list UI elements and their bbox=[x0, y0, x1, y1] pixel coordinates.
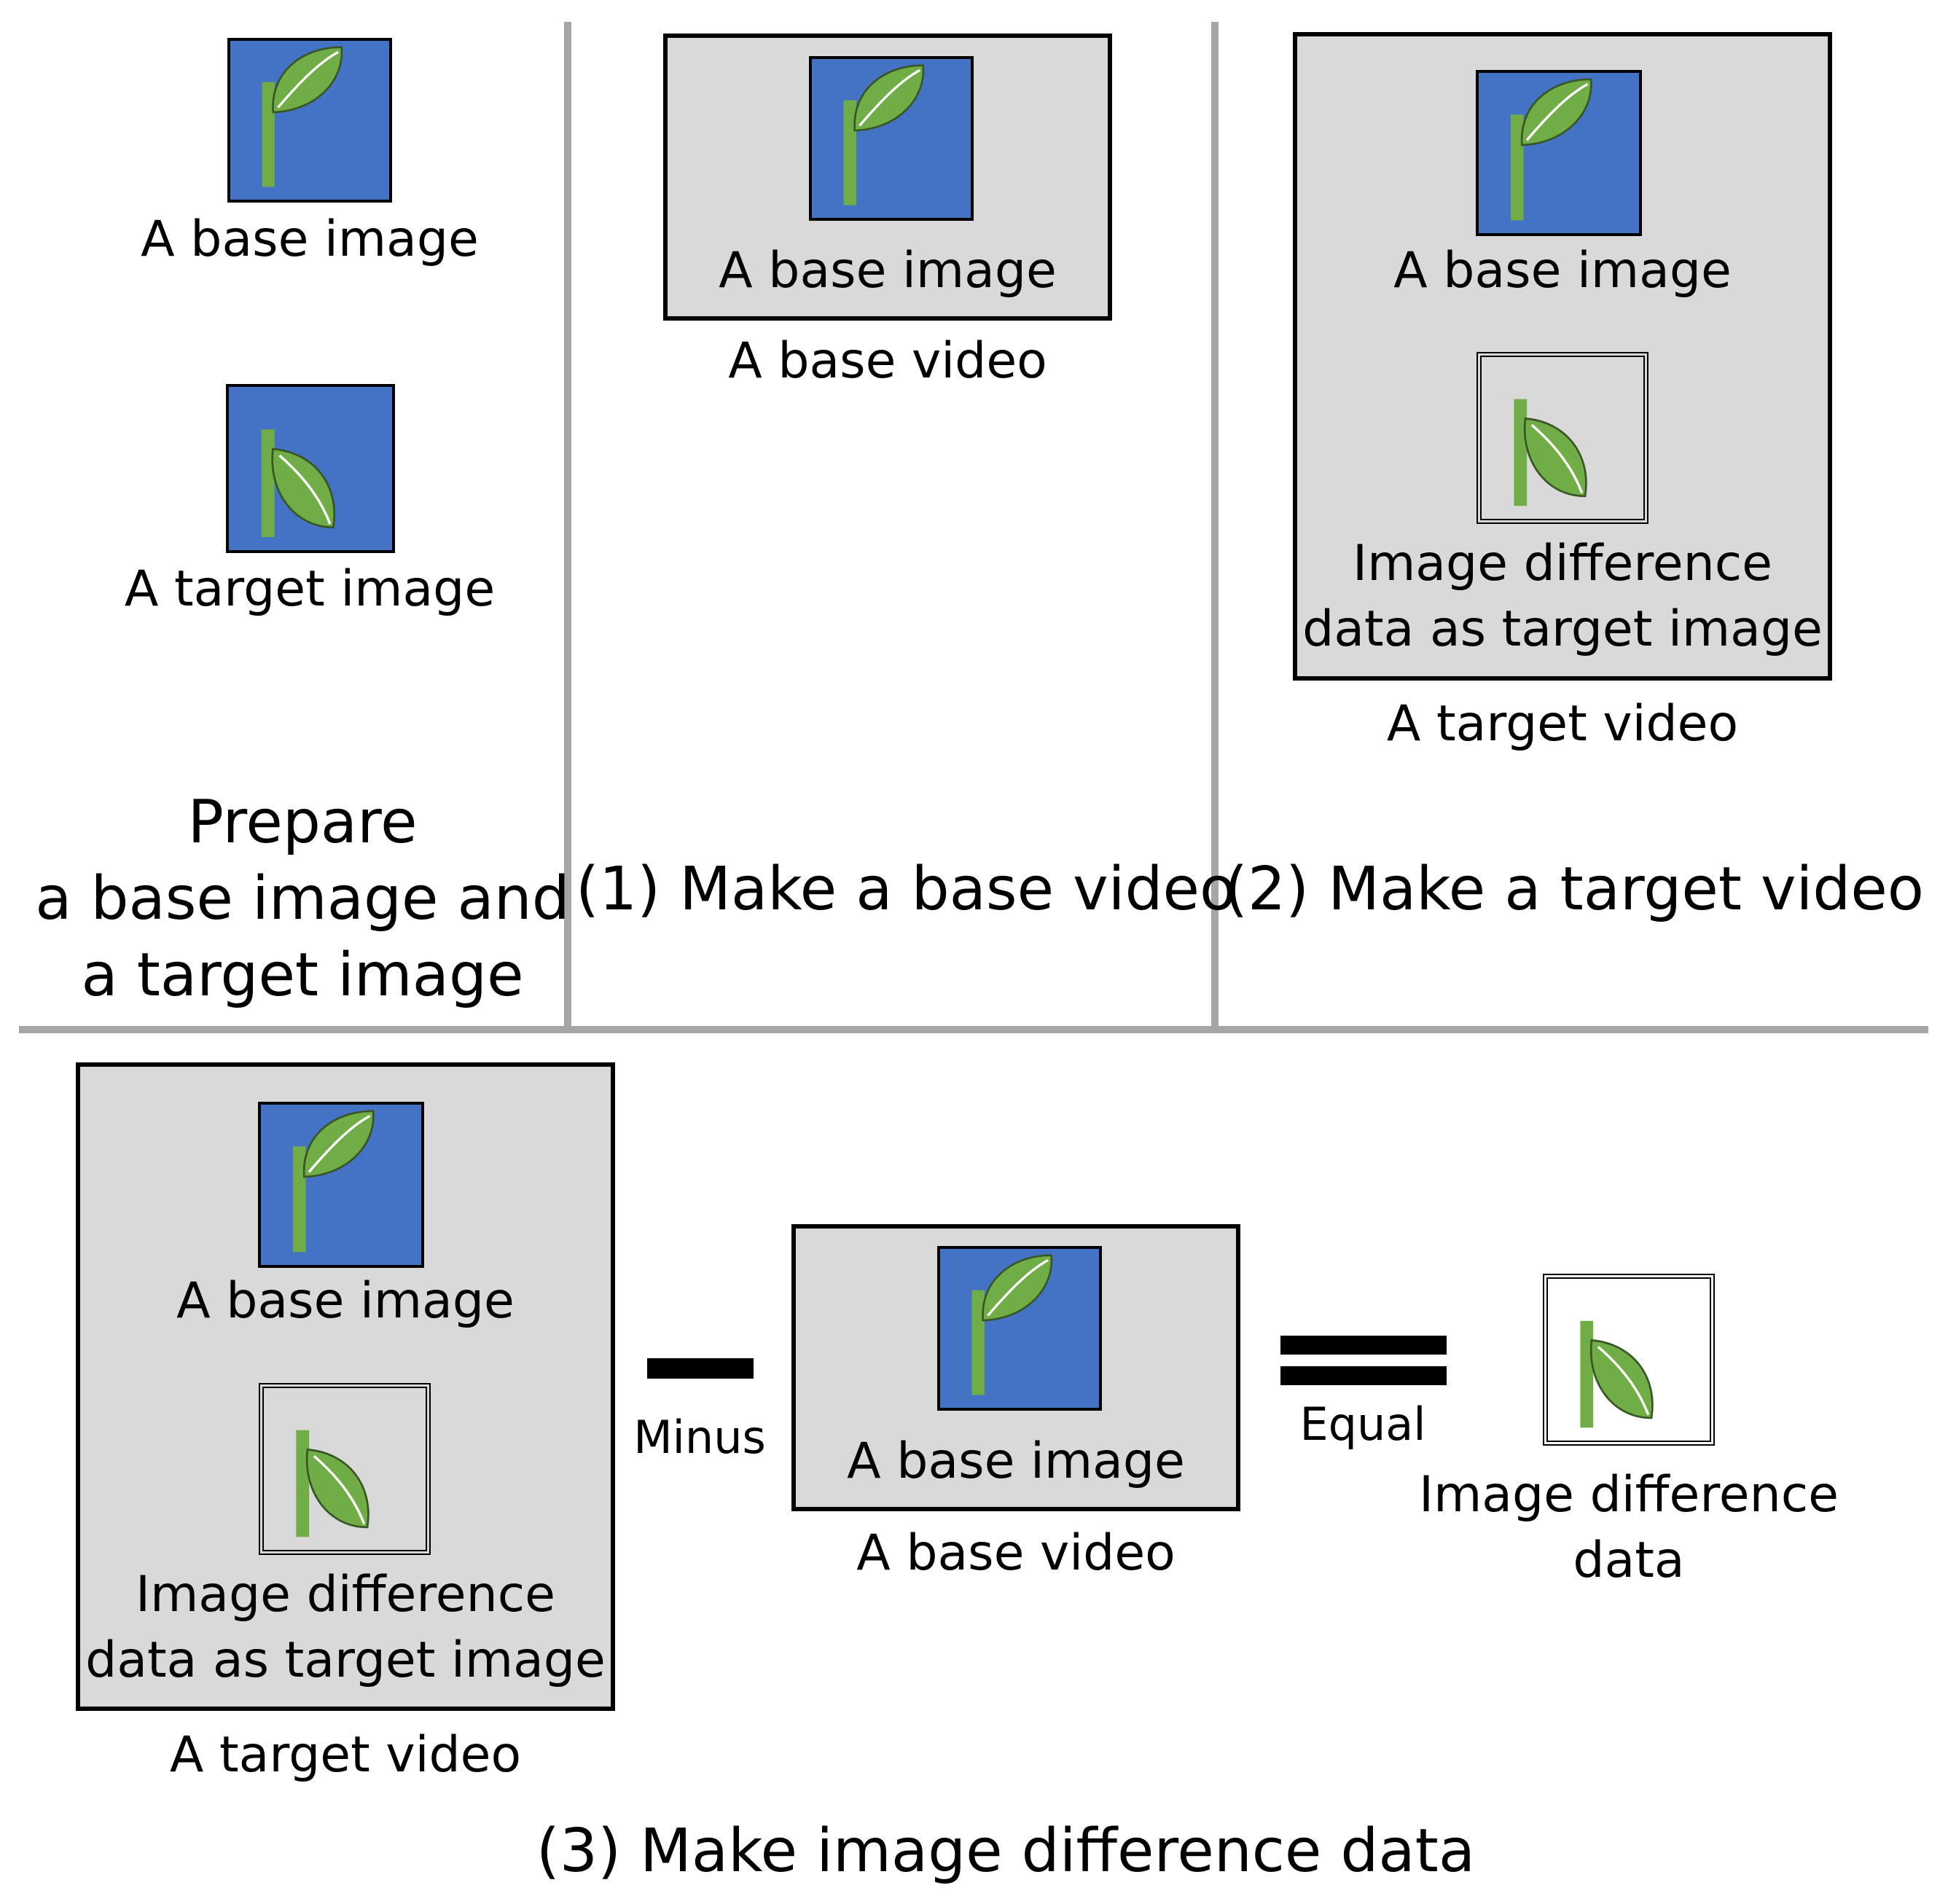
plant-upright-icon bbox=[292, 1110, 375, 1254]
base-image-label: A base image bbox=[176, 1272, 515, 1330]
target-image-label: A target image bbox=[124, 560, 496, 618]
equal-sign-top bbox=[1280, 1336, 1447, 1355]
base-image-thumbnail bbox=[1476, 70, 1642, 236]
horizontal-divider bbox=[19, 1026, 1928, 1033]
difference-image-thumbnail bbox=[1476, 352, 1648, 524]
plant-drooping-icon bbox=[1579, 1320, 1654, 1429]
difference-image-thumbnail bbox=[259, 1383, 431, 1555]
base-video-caption: A base video bbox=[728, 332, 1047, 390]
target-video-caption: A target video bbox=[169, 1726, 522, 1784]
vertical-divider-2 bbox=[1211, 22, 1219, 1031]
plant-upright-icon bbox=[1509, 78, 1593, 222]
plant-upright-icon bbox=[970, 1254, 1053, 1397]
make-target-video-title: (2) Make a target video bbox=[1224, 855, 1924, 924]
prepare-title-line3: a target image bbox=[81, 941, 524, 1010]
vertical-divider-1 bbox=[564, 22, 571, 1031]
prepare-title-line2: a base image and bbox=[35, 864, 570, 933]
difference-label-line2: data as target image bbox=[85, 1631, 606, 1689]
plant-drooping-icon bbox=[294, 1429, 370, 1538]
make-difference-data-title: (3) Make image difference data bbox=[536, 1817, 1476, 1886]
difference-label-line1: Image difference bbox=[1353, 535, 1772, 592]
base-image-label: A base image bbox=[1393, 242, 1732, 299]
minus-label: Minus bbox=[633, 1411, 766, 1464]
result-label-line2: data bbox=[1573, 1532, 1685, 1589]
base-video-caption: A base video bbox=[856, 1524, 1176, 1582]
plant-drooping-icon bbox=[1512, 398, 1588, 507]
base-image-thumbnail bbox=[809, 56, 974, 221]
base-image-thumbnail bbox=[258, 1102, 424, 1268]
base-image-thumbnail bbox=[937, 1246, 1102, 1411]
prepare-title-line1: Prepare bbox=[187, 788, 418, 857]
difference-label-line2: data as target image bbox=[1302, 600, 1823, 658]
base-image-thumbnail bbox=[227, 38, 392, 203]
base-image-label: A base image bbox=[719, 242, 1057, 299]
equal-sign-bottom bbox=[1280, 1366, 1447, 1385]
target-image-thumbnail bbox=[226, 384, 395, 553]
base-image-label: A base image bbox=[847, 1433, 1185, 1490]
plant-drooping-icon bbox=[260, 428, 336, 538]
plant-upright-icon bbox=[842, 64, 925, 207]
equal-label: Equal bbox=[1299, 1398, 1426, 1451]
make-base-video-title: (1) Make a base video bbox=[576, 855, 1237, 924]
result-label-line1: Image difference bbox=[1419, 1466, 1839, 1524]
target-video-caption: A target video bbox=[1386, 695, 1739, 753]
plant-upright-icon bbox=[260, 46, 343, 189]
base-image-label: A base image bbox=[141, 211, 479, 268]
minus-sign bbox=[647, 1358, 754, 1379]
difference-result-thumbnail bbox=[1543, 1274, 1715, 1446]
difference-label-line1: Image difference bbox=[136, 1566, 555, 1623]
